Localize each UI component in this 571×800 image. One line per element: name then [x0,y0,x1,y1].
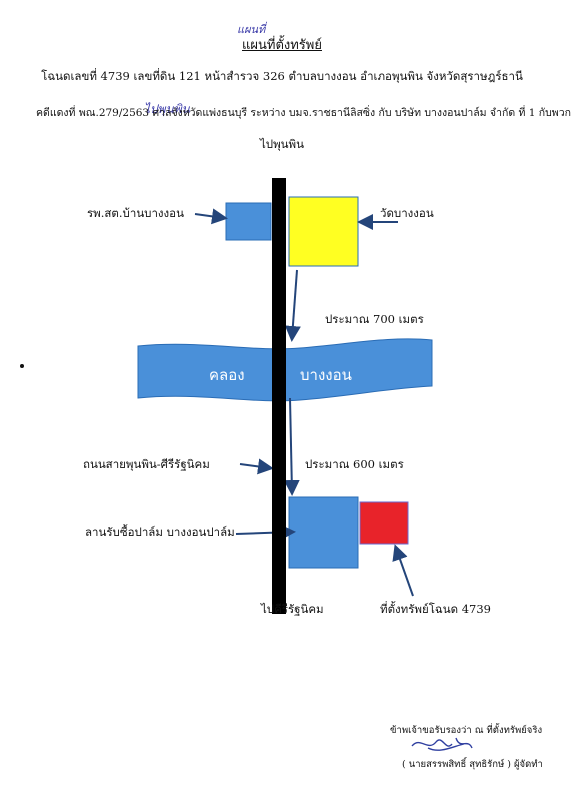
hospital-arrow [194,208,228,225]
distance-1-arrow [284,269,301,342]
handwritten-mark: ไปพุนพิน [144,102,190,116]
case-line: คดีแดงที่ พณ.279/2563 ศาลจังหวัดแพ่งธนบุ… [36,107,571,119]
road-label-arrow [239,458,274,475]
road-end-label: ไปคีรีรัฐนิคม [261,602,324,616]
canal-label-left: คลอง [209,366,245,384]
signer-name-line: ( นายสรรพสิทธิ์ สุทธิรักษ์ ) ผู้จัดทำ [402,759,543,770]
distance-2-label: ประมาณ 600 เมตร [305,457,404,471]
hospital-box [225,202,272,241]
canal-label-right: บางงอน [300,366,352,384]
deed-line: โฉนดเลขที่ 4739 เลขที่ดิน 121 หน้าสำรวจ … [41,69,523,83]
signature-scribble [411,737,473,751]
palm-yard-box [288,496,359,569]
property-label: ที่ตั้งทรัพย์โฉนด 4739 [380,602,492,616]
main-road [272,178,286,614]
property-box [359,501,409,545]
case-line-continuation: ไปพุนพิน [260,137,304,151]
road-label: ถนนสายพุนพิน-ศีรีรัฐนิคม [83,457,210,471]
palm-yard-label: ลานรับซื้อปาล์ม บางงอนปาล์ม [85,525,235,539]
property-arrow [392,544,414,597]
distance-1-label: ประมาณ 700 เมตร [325,312,424,326]
hospital-label: รพ.สต.บ้านบางงอน [87,206,184,220]
distance-2-arrow [283,397,300,496]
handwritten-note: แผนที่ [237,23,266,36]
temple-box [288,196,359,267]
certify-line: ข้าพเจ้าขอรับรองว่า ณ ที่ตั้งทรัพย์จริง [390,725,543,736]
stray-dot [20,364,24,368]
temple-label: วัดบางงอน [380,206,434,220]
document-title: แผนที่ตั้งทรัพย์ [242,38,322,53]
